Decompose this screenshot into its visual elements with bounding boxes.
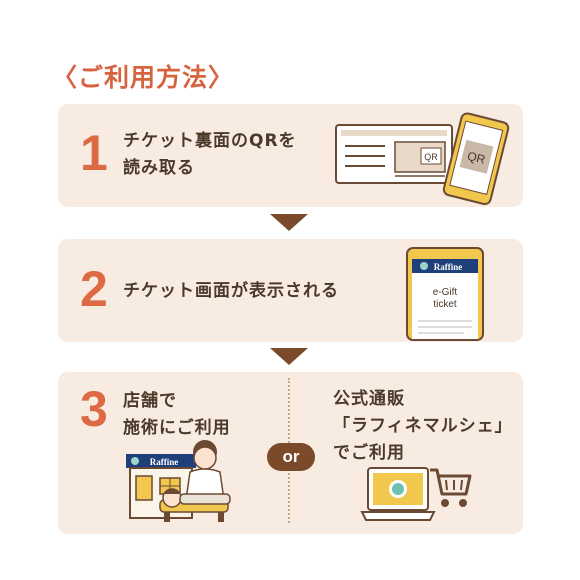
step-1-line-2: 読み取る (123, 158, 195, 178)
laptop-illustration (360, 467, 436, 521)
step-2-number: 2 (80, 261, 108, 317)
arrow-down-icon (270, 348, 308, 365)
ticket-back-illustration: QR (335, 124, 453, 184)
step-1-line-1: チケット裏面のQRを (123, 131, 297, 151)
phone-qr-label: QR (466, 149, 487, 167)
egift-line-1: e-Gift (433, 287, 458, 298)
cart-icon (430, 468, 472, 507)
or-badge: or (267, 443, 315, 471)
step-3-left-line-2: 施術にご利用 (123, 418, 231, 438)
therapist-illustration (159, 440, 231, 522)
step-2-text: チケット画面が表示される (123, 278, 339, 305)
step-3-right-line-1: 公式通販 (333, 389, 405, 409)
arrow-down-icon (270, 214, 308, 231)
step-3-number: 3 (80, 381, 108, 437)
step-2-line-1: チケット画面が表示される (123, 281, 339, 301)
step-3-right-line-2: 「ラフィネマルシェ」 (333, 416, 513, 436)
brand-name: Raffine (434, 262, 463, 272)
egift-line-2: ticket (433, 299, 457, 310)
shop-sign: Raffine (150, 457, 179, 467)
phone-qr-illustration: QR (442, 112, 510, 206)
step-1-number: 1 (80, 125, 108, 181)
ticket-qr-label: QR (424, 152, 438, 162)
phone-egift-illustration: Raffine e-Gift ticket (406, 247, 484, 341)
page-title: 〈ご利用方法〉 (52, 63, 235, 92)
step-3-right-line-3: でご利用 (333, 443, 405, 463)
step-3-right-text: 公式通販 「ラフィネマルシェ」 でご利用 (333, 386, 513, 467)
step-3-left-line-1: 店舗で (123, 391, 177, 411)
step-3-left-text: 店舗で 施術にご利用 (123, 388, 231, 442)
step-1-text: チケット裏面のQRを 読み取る (123, 128, 297, 182)
